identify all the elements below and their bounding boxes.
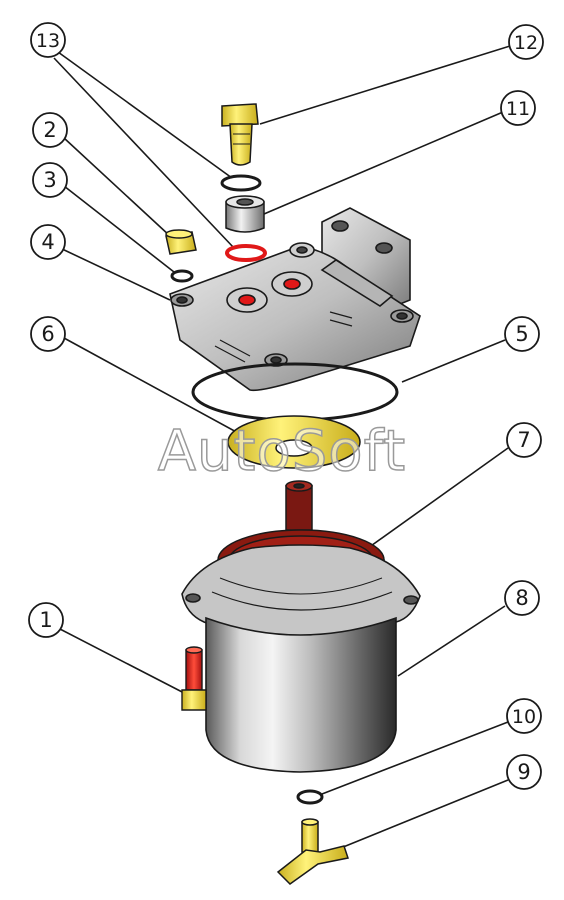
callout-8: 8	[504, 580, 540, 616]
leader-4	[59, 247, 171, 301]
callout-label: 4	[41, 230, 54, 254]
callout-circle	[508, 24, 544, 60]
callout-label: 5	[515, 322, 528, 346]
callout-label: 2	[43, 118, 56, 142]
bolt-part-1	[181, 646, 207, 711]
callout-circle	[504, 580, 540, 616]
leader-lines	[53, 45, 511, 855]
leader-13b	[53, 57, 235, 249]
leader-13a	[57, 51, 233, 179]
leader-2	[63, 137, 171, 237]
callout-label: 3	[43, 168, 56, 192]
callout-label: 13	[36, 30, 60, 52]
callout-1: 1	[28, 602, 64, 638]
filter-head-part-4	[169, 207, 421, 392]
banjo-bolt-part-12	[221, 103, 259, 166]
sleeve-part-11	[225, 195, 265, 233]
gasket-part-6	[227, 415, 361, 469]
callout-label: 8	[515, 586, 528, 610]
leader-3	[63, 185, 175, 273]
callout-circle	[506, 698, 542, 734]
callout-circle	[30, 316, 66, 352]
callout-label: 7	[517, 428, 530, 452]
leader-10	[321, 721, 509, 795]
washer-part-3	[170, 269, 194, 283]
callout-7: 7	[506, 422, 542, 458]
callout-circle	[500, 90, 536, 126]
callout-circle	[504, 316, 540, 352]
callout-6: 6	[30, 316, 66, 352]
washer-part-13-upper	[220, 174, 262, 192]
callout-circle	[506, 754, 542, 790]
drain-plug-part-9	[276, 818, 349, 885]
leader-12	[259, 45, 511, 125]
callout-label: 11	[506, 98, 530, 120]
callout-label: 12	[514, 32, 538, 54]
callout-12: 12	[508, 24, 544, 60]
callout-circle	[30, 22, 66, 58]
callout-3: 3	[32, 162, 68, 198]
callout-label: 9	[517, 760, 530, 784]
callout-circle	[32, 112, 68, 148]
plug-part-2	[165, 229, 197, 255]
callout-circle	[32, 162, 68, 198]
washer-part-13-lower	[225, 244, 267, 262]
washer-part-10	[296, 789, 324, 805]
housing-bowl-part-8	[181, 544, 421, 773]
callout-circle	[30, 224, 66, 260]
callout-9: 9	[506, 754, 542, 790]
callout-11: 11	[500, 90, 536, 126]
callout-circle	[506, 422, 542, 458]
callout-13: 13	[30, 22, 66, 58]
callout-circle	[28, 602, 64, 638]
leader-5	[401, 339, 506, 383]
callout-label: 1	[39, 608, 52, 632]
watermark-text: AutoSoft	[158, 419, 407, 484]
callout-label: 10	[512, 706, 536, 728]
leader-9	[325, 779, 509, 855]
callout-2: 2	[32, 112, 68, 148]
callout-5: 5	[504, 316, 540, 352]
leader-6	[63, 337, 263, 447]
leader-1	[57, 627, 187, 695]
callout-4: 4	[30, 224, 66, 260]
leader-11	[263, 111, 504, 215]
leader-8	[397, 605, 506, 677]
callout-10: 10	[506, 698, 542, 734]
leader-7	[367, 447, 509, 549]
callout-label: 6	[41, 322, 54, 346]
